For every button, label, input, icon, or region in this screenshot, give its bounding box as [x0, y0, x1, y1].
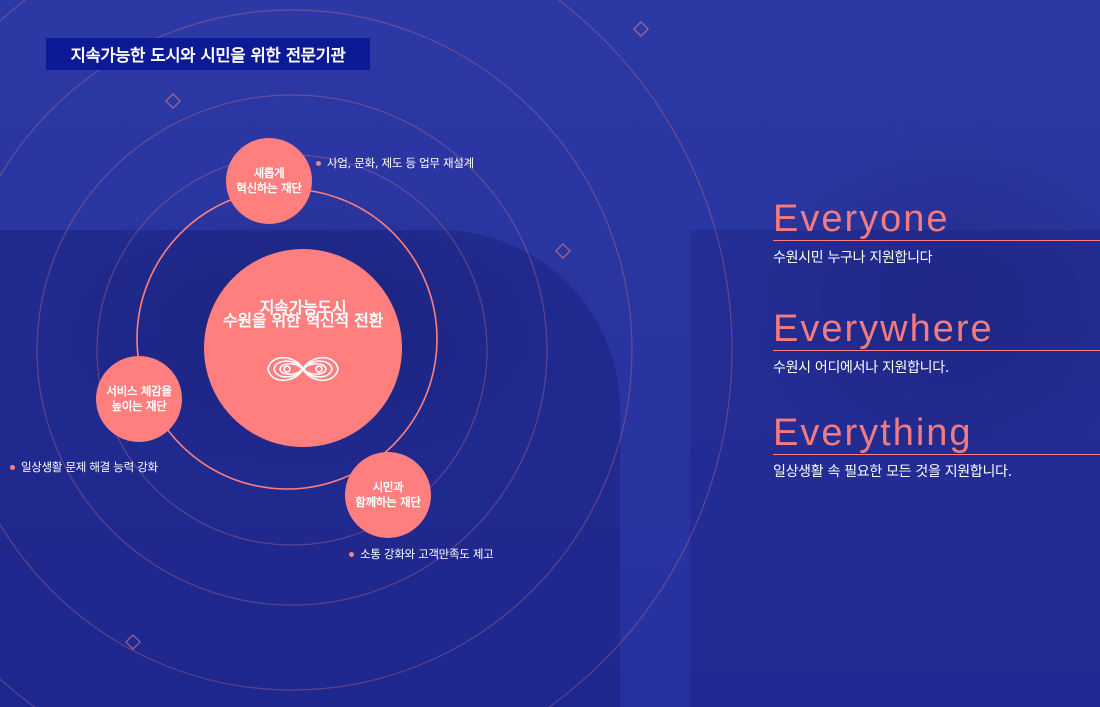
- bullet-dot-icon: [349, 551, 354, 557]
- center-circle: 지속가능도시 수원을 위한 혁신적 전환: [204, 249, 402, 447]
- slogan-heading-text: Everyone: [773, 198, 950, 240]
- bullet-text: 일상생활 문제 해결 능력 강화: [21, 460, 158, 474]
- node-label-line2: 혁신하는 재단: [236, 181, 302, 195]
- center-title-line2: 수원을 위한 혁신적 전환: [222, 311, 383, 330]
- node-label-line1: 시민과: [372, 480, 404, 494]
- slogan-heading: Everywhere: [773, 310, 1100, 351]
- bullet-text: 소통 강화와 고객만족도 제고: [360, 547, 494, 561]
- center-title-line1: 지속가능도시: [259, 298, 347, 317]
- page-headline: 지속가능한 도시와 시민을 위한 전문기관: [46, 38, 370, 70]
- bullet-note-citizen: 소통 강화와 고객만족도 제고: [349, 546, 494, 562]
- slogan-heading-text: Everything: [773, 412, 973, 454]
- slogan-everywhere: Everywhere 수원시 어디에서나 지원합니다.: [773, 310, 1100, 377]
- bullet-dot-icon: [10, 464, 15, 470]
- infinity-icon: [267, 356, 339, 382]
- bullet-dot-icon: [316, 160, 321, 166]
- slogan-heading: Everything: [773, 414, 1100, 455]
- bullet-note-innovation: 사업, 문화, 제도 등 업무 재설계: [316, 155, 474, 171]
- node-label-line1: 새롭게: [253, 166, 285, 180]
- slogan-everything: Everything 일상생활 속 필요한 모든 것을 지원합니다.: [773, 414, 1100, 481]
- node-service: 서비스 체감을 높이는 재단: [96, 356, 182, 442]
- slogan-heading: Everyone: [773, 200, 1100, 241]
- background-shape: [690, 230, 1100, 707]
- slogan-description: 일상생활 속 필요한 모든 것을 지원합니다.: [773, 464, 1012, 480]
- node-citizen: 시민과 함께하는 재단: [345, 452, 431, 538]
- bullet-note-service: 일상생활 문제 해결 능력 강화: [10, 459, 158, 475]
- node-label-line2: 높이는 재단: [111, 399, 167, 413]
- node-label-line1: 서비스 체감을: [106, 384, 172, 398]
- slogan-description: 수원시민 누구나 지원합니다: [773, 250, 933, 266]
- slogan-everyone: Everyone 수원시민 누구나 지원합니다: [773, 200, 1100, 267]
- slogan-description: 수원시 어디에서나 지원합니다.: [773, 360, 949, 376]
- node-innovation: 새롭게 혁신하는 재단: [226, 138, 312, 224]
- slogan-heading-text: Everywhere: [773, 308, 994, 350]
- bullet-text: 사업, 문화, 제도 등 업무 재설계: [327, 156, 474, 170]
- node-label-line2: 함께하는 재단: [355, 495, 421, 509]
